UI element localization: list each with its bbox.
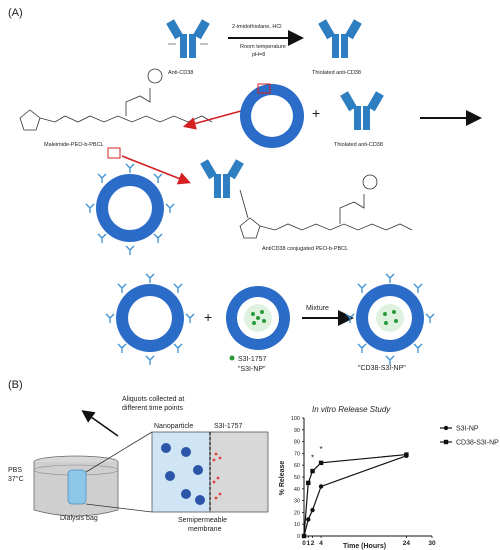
s3i-np-label: "S3I-NP" <box>238 366 266 373</box>
membrane-label-1: Semipermeable <box>178 517 227 524</box>
x-tick-label: 0 <box>302 540 306 547</box>
thiolated-anti-cd38-antibody <box>318 19 362 58</box>
legend-marker-square <box>443 439 449 445</box>
y-axis-label: % Release <box>279 461 286 496</box>
y-tick-label: 0 <box>297 534 300 540</box>
drug-label: S3I-1757 <box>214 423 243 430</box>
zoom-box-2 <box>107 147 121 159</box>
y-tick-label: 20 <box>294 510 300 516</box>
maleimide-label: Maleimide-PEO-b-PBCL <box>44 142 104 148</box>
temperature-label: 37°C <box>8 475 24 483</box>
aliquots-label-1: Aliquots collected at <box>122 396 184 403</box>
data-point-circle <box>306 517 311 522</box>
data-point-square <box>310 468 315 474</box>
legend-label: CD38-S3I-NP <box>456 440 499 447</box>
drug-molecules <box>212 452 222 500</box>
legend-marker-circle <box>443 425 449 431</box>
series-line-1 <box>303 455 407 537</box>
data-point-square <box>301 533 307 539</box>
plus-sign-2: + <box>204 309 212 325</box>
cd38-s3i-np-micelle <box>345 273 435 366</box>
pbs-label: PBS <box>8 467 22 474</box>
zoom-box-1 <box>257 83 271 94</box>
reagent-label: 2-imidothiolane, HCl <box>232 24 282 30</box>
anti-cd38-antibody <box>166 19 210 58</box>
conditions-line-1: Room temperature <box>240 44 286 50</box>
y-tick-label: 80 <box>294 440 300 446</box>
y-tick-label: 40 <box>294 487 300 493</box>
aliquot-arrow <box>81 410 119 437</box>
significance-marker: * <box>311 453 314 462</box>
zoom-line-bottom <box>85 503 153 513</box>
plus-sign-1: + <box>312 105 320 121</box>
chart-title: In vitro Release Study <box>312 405 391 414</box>
data-point-square <box>306 480 311 486</box>
significance-marker: * <box>320 445 323 454</box>
x-tick-label: 24 <box>403 540 411 547</box>
cd38-s3i-np-label: "CD38-S3I-NP" <box>358 365 406 372</box>
x-tick-label: 4 <box>319 540 323 547</box>
aliquots-label-2: different time points <box>122 405 183 412</box>
drug-legend-label: S3I-1757 <box>238 356 267 363</box>
thiolated-anti-cd38-label: Thiolated anti-CD38 <box>312 70 361 76</box>
y-tick-label: 60 <box>294 463 300 469</box>
y-tick-label: 50 <box>294 475 300 481</box>
x-tick-label: 1 <box>306 540 310 547</box>
zoom-arrow-2 <box>121 155 191 185</box>
y-tick-label: 90 <box>294 428 300 434</box>
cd38-micelle-empty <box>105 273 195 366</box>
panel-a-label: (A) <box>8 7 23 19</box>
legend-label: S3I-NP <box>456 426 479 433</box>
panel-b-label: (B) <box>8 379 23 391</box>
drug-legend-dot <box>229 355 235 361</box>
x-tick-label: 30 <box>428 540 436 547</box>
x-tick-label: 2 <box>311 540 315 547</box>
mixture-label: Mixture <box>306 305 329 312</box>
x-axis-label: Time (Hours) <box>343 543 386 550</box>
y-tick-label: 30 <box>294 499 300 505</box>
conjugate-structure <box>239 174 413 239</box>
maleimide-structure <box>19 68 213 131</box>
conditions-line-2: pH=8 <box>252 52 265 58</box>
nanoparticles <box>161 443 205 505</box>
data-point-square <box>318 460 324 466</box>
data-point-circle <box>318 484 324 489</box>
dialysis-bag-label: Dialysis bag <box>60 515 98 522</box>
data-point-square <box>404 452 409 457</box>
micelle-1 <box>240 84 304 148</box>
conjugate-label: AntiCD38 conjugated PEO-b-PBCL <box>262 246 348 252</box>
nanoparticle-label: Nanoparticle <box>154 423 193 430</box>
series-line-2 <box>303 453 407 537</box>
membrane-label-2: membrane <box>188 526 222 533</box>
conjugated-micelle <box>85 163 175 256</box>
thiolated-anti-cd38-middle-label: Thiolated anti-CD38 <box>334 142 383 148</box>
chart-series: ** <box>301 445 409 539</box>
data-point-circle <box>310 507 315 513</box>
chart-legend: S3I-NP CD38-S3I-NP <box>440 426 499 447</box>
y-tick-label: 70 <box>294 451 300 457</box>
anti-cd38-label: Anti-CD38 <box>168 70 193 76</box>
y-tick-label: 10 <box>294 522 300 528</box>
conjugated-antibody <box>200 159 244 198</box>
zoom-line-top <box>85 431 153 473</box>
y-tick-label: 100 <box>291 416 300 422</box>
s3i-np-micelle <box>226 286 290 350</box>
release-chart: In vitro Release Study Time (Hours) % Re… <box>279 405 499 550</box>
thiolated-anti-cd38-middle <box>340 91 384 130</box>
dialysis-bag <box>67 469 87 505</box>
